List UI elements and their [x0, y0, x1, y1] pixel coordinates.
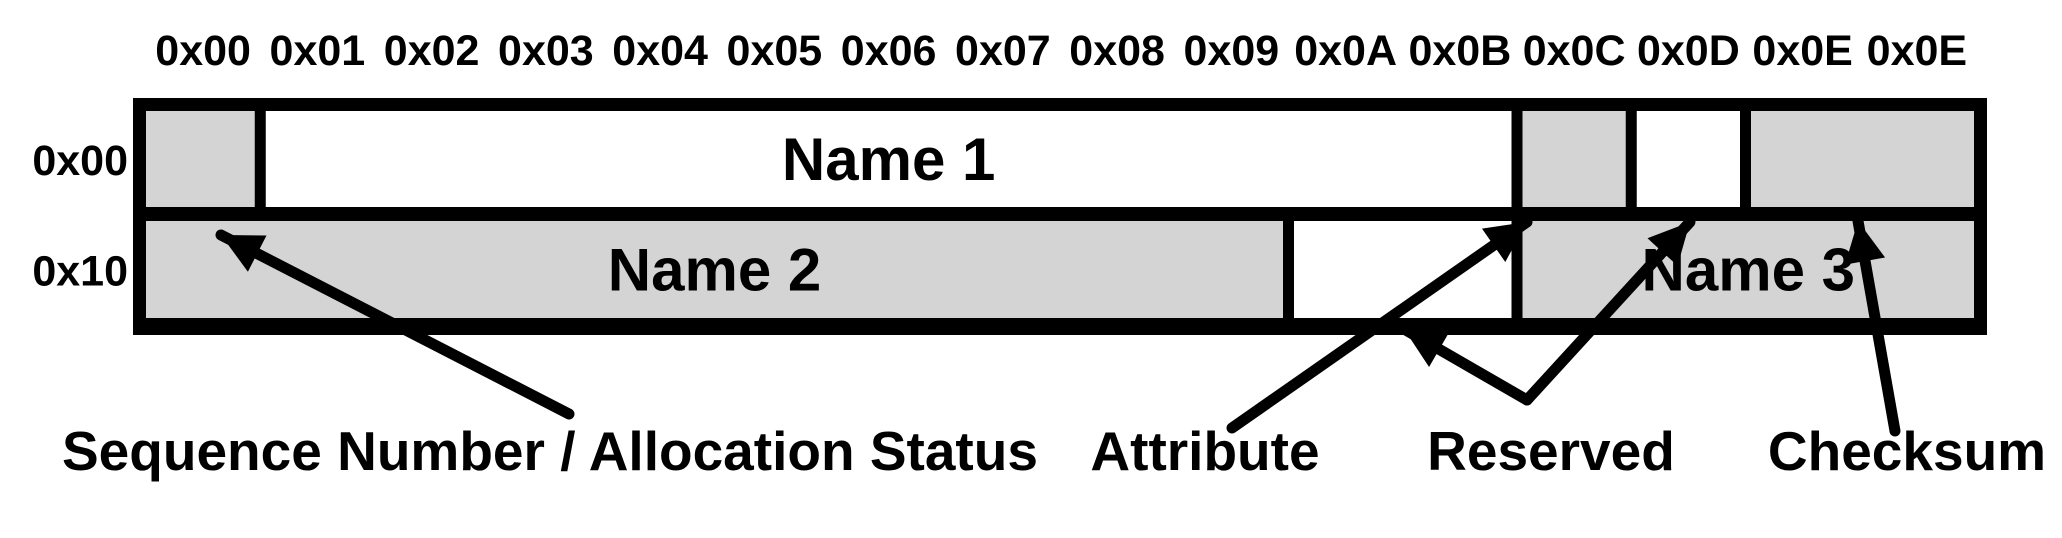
offset-header-11: 0x0B: [1408, 27, 1511, 75]
offset-header-8: 0x08: [1069, 27, 1165, 75]
callout-sequence-number-label: Sequence Number / Allocation Status: [62, 420, 1038, 482]
row-label-0x10: 0x10: [32, 248, 128, 296]
offset-header-3: 0x03: [498, 27, 594, 75]
offset-header-0: 0x00: [155, 27, 251, 75]
checksum-arrow-0: [1845, 215, 1901, 437]
name3-cell: [1522, 221, 1974, 318]
callout-attribute-label: Attribute: [1090, 420, 1319, 482]
sequence-number-cell: [146, 111, 255, 207]
reserved-arrow-0: [1398, 323, 1533, 406]
callout-arrows: [215, 215, 1901, 437]
offset-header-2: 0x02: [384, 27, 480, 75]
attribute-cell: [1522, 111, 1626, 207]
offset-header-10: 0x0A: [1294, 27, 1397, 75]
offset-header-12: 0x0C: [1523, 27, 1626, 75]
checksum-cell: [1751, 111, 1974, 207]
offset-header-7: 0x07: [955, 27, 1051, 75]
offset-header-15: 0x0E: [1867, 27, 1967, 75]
offset-header-9: 0x09: [1184, 27, 1280, 75]
offset-header-5: 0x05: [727, 27, 823, 75]
callout-labels: Sequence Number / Allocation Status Attri…: [62, 420, 2046, 482]
offset-header-6: 0x06: [841, 27, 937, 75]
row-offset-labels: 0x00 0x10: [32, 137, 128, 296]
callout-reserved-label: Reserved: [1427, 420, 1675, 482]
offset-header-14: 0x0E: [1752, 27, 1852, 75]
offset-header-13: 0x0D: [1637, 27, 1740, 75]
offset-header-row: 0x00 0x01 0x02 0x03 0x04 0x05 0x06 0x07 0x08 0x09…: [155, 27, 1967, 75]
reserved-byte-cell: [1636, 111, 1740, 207]
reserved-word-cell: [1294, 221, 1512, 318]
offset-header-1: 0x01: [270, 27, 366, 75]
sequence-number-arrow-0: [215, 229, 575, 420]
row-label-0x00: 0x00: [32, 137, 128, 185]
callout-checksum-label: Checksum: [1768, 420, 2046, 482]
name1-cell: [265, 111, 1512, 207]
name2-cell-label: Name 2: [608, 237, 821, 304]
attribute-arrow-0: [1226, 216, 1533, 434]
offset-header-4: 0x04: [612, 27, 708, 75]
reserved-arrow-1: [1521, 216, 1696, 406]
name2-cell: [146, 221, 1283, 318]
name1-cell-label: Name 1: [782, 126, 995, 193]
